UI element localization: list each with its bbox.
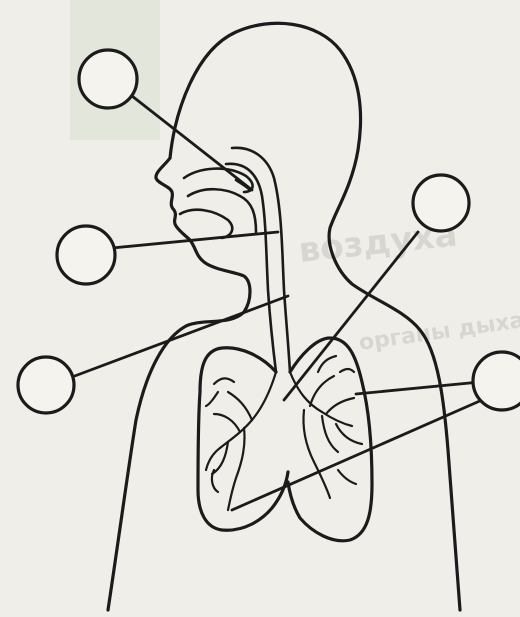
- body-outline: [108, 23, 460, 610]
- bronchus-branch: [214, 414, 240, 432]
- bronchus-branch: [310, 376, 334, 406]
- bronchus-branch: [336, 424, 362, 444]
- show-through-line: органы дыхания: [357, 302, 520, 356]
- leader-line-lungs-lower: [232, 400, 482, 510]
- label-circle[interactable]: [57, 226, 115, 284]
- bronchus-branch: [322, 416, 338, 452]
- right-lung: [288, 338, 372, 541]
- bronchus-branch: [303, 410, 330, 498]
- bronchus-branch: [338, 470, 356, 484]
- bronchus-branch: [326, 398, 354, 414]
- bronchus-branch: [228, 392, 252, 420]
- leader-line-lungs-upper: [356, 382, 480, 394]
- label-circle[interactable]: [18, 357, 74, 413]
- upper-airway: [180, 148, 290, 372]
- label-slot-pharynx[interactable]: [57, 226, 115, 284]
- bronchus-branch: [206, 392, 218, 406]
- label-slot-nasal-cavity[interactable]: [79, 50, 137, 108]
- pharynx-front-wall: [226, 164, 276, 372]
- face-profile: [108, 158, 250, 610]
- leader-line-nasal-cavity: [132, 96, 252, 190]
- bronchus-branch: [214, 378, 234, 384]
- bronchus-branch: [340, 369, 354, 372]
- bronchus-branch: [212, 470, 218, 492]
- label-circle[interactable]: [413, 175, 469, 231]
- label-circle[interactable]: [473, 352, 520, 410]
- label-slot-trachea[interactable]: [18, 357, 74, 413]
- bronchus-branch: [206, 448, 220, 470]
- head-outline: [170, 23, 460, 610]
- main-bronchus-left: [220, 372, 276, 448]
- label-circle[interactable]: [79, 50, 137, 108]
- oral-cavity: [180, 210, 232, 238]
- bronchus-branch: [318, 356, 336, 372]
- leader-line-trachea: [72, 296, 288, 377]
- leader-lines: [72, 96, 482, 510]
- label-slot-bronchi[interactable]: [413, 175, 469, 231]
- label-slot-lungs[interactable]: [473, 352, 520, 410]
